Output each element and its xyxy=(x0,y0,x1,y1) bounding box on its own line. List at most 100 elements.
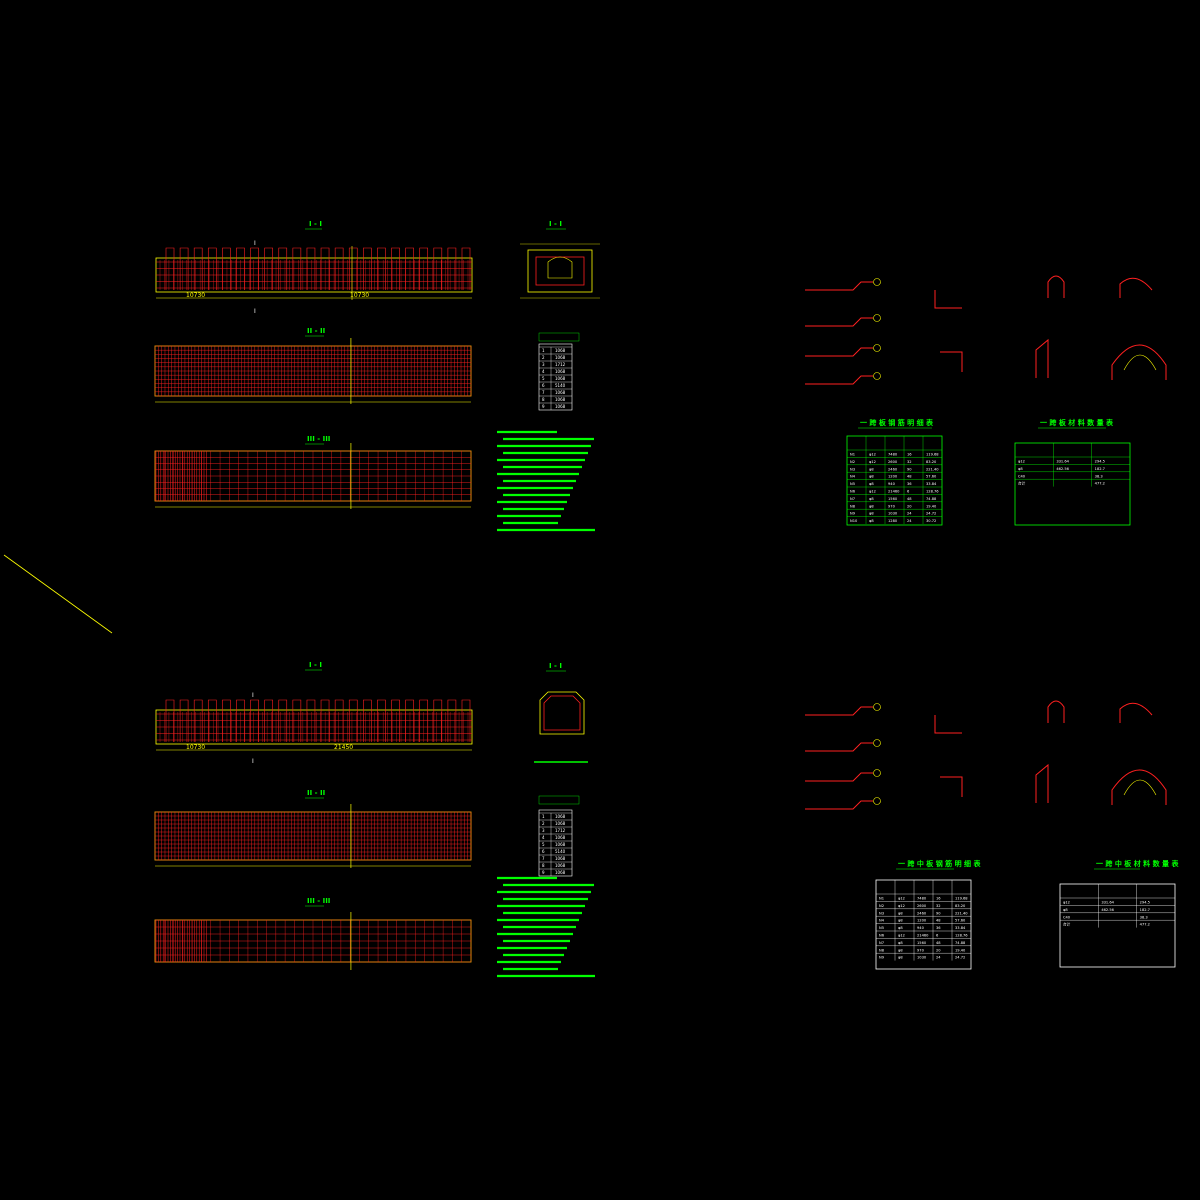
stirrup xyxy=(292,247,302,290)
rb-table2-title: 一 跨 中 板 材 料 数 量 表 xyxy=(1096,859,1179,868)
table-cell: 16 xyxy=(936,897,941,901)
table-cell: φ8 xyxy=(898,911,903,915)
table-cell: 24 xyxy=(907,512,912,516)
bottom-elevation-title: I - I xyxy=(309,661,322,669)
rt-table1-title: 一 跨 板 钢 筋 明 细 表 xyxy=(860,418,934,427)
table-cell: φ8 xyxy=(869,482,874,486)
table-cell: 21460 xyxy=(917,934,929,938)
table-cell: 128.76 xyxy=(955,934,968,938)
table-cell: 221.40 xyxy=(926,467,939,471)
table-cell: 48 xyxy=(936,941,941,945)
schedule-row-value: 1068 xyxy=(555,814,566,819)
table-cell: 83.20 xyxy=(926,460,937,464)
stirrup xyxy=(377,247,386,290)
stirrup xyxy=(363,699,372,742)
schedule-row-index: 3 xyxy=(542,828,545,833)
schedule-row-value: 1068 xyxy=(555,842,566,847)
schedule-row-index: 8 xyxy=(542,397,545,402)
table-cell: 24 xyxy=(936,956,941,960)
top-cross-section: I - I xyxy=(520,220,600,299)
table-cell: 36 xyxy=(907,482,912,486)
top-plan: II - II xyxy=(154,327,472,404)
table-cell: 119.68 xyxy=(955,897,968,901)
hook-bar-shape xyxy=(1047,275,1065,298)
table-cell: 21460 xyxy=(888,490,900,494)
table-cell: 477.2 xyxy=(1095,482,1105,486)
table-cell: φ8 xyxy=(1018,467,1023,471)
table-cell: 940 xyxy=(917,926,925,930)
table-cell: 1030 xyxy=(917,956,927,960)
table-cell: φ8 xyxy=(869,519,874,523)
table-cell: N6 xyxy=(850,490,856,494)
right-top-bar-shape-group xyxy=(805,275,1167,385)
bottom-elevation-mark-right: I xyxy=(252,758,254,765)
schedule-row-value: 1068 xyxy=(555,835,566,840)
stirrup xyxy=(433,247,443,290)
hook-bar-shape xyxy=(1119,702,1153,723)
table-cell: φ12 xyxy=(898,934,905,938)
bent-bar-shape xyxy=(934,715,962,734)
stirrup xyxy=(179,247,189,290)
table-cell: 7480 xyxy=(917,897,927,901)
stirrup xyxy=(207,699,217,742)
table-cell: 1030 xyxy=(888,512,898,516)
stirrup xyxy=(461,699,471,742)
stirrup xyxy=(292,699,302,742)
bar-number-circle xyxy=(873,797,881,805)
table-cell: 32 xyxy=(907,460,912,464)
table-cell: 33.84 xyxy=(926,482,937,486)
table-cell: 48 xyxy=(936,919,941,923)
table-cell: 74.88 xyxy=(955,941,966,945)
bottom-plan-title: II - II xyxy=(307,789,325,797)
table-cell: 2460 xyxy=(888,467,898,471)
schedule-row-index: 7 xyxy=(542,856,545,861)
stirrup xyxy=(391,699,400,742)
straight-bar-shape xyxy=(805,375,873,385)
top-sheet: I - I I I 10730 10730 I - I II - II xyxy=(154,220,600,532)
stirrup xyxy=(264,247,273,290)
schedule-row-value: 1068 xyxy=(555,856,566,861)
bottom-sheet: I - I I I 10730 21450 I - I II - II xyxy=(154,661,595,978)
table-cell: N5 xyxy=(879,926,884,930)
table-cell: N9 xyxy=(879,956,885,960)
table-cell: N3 xyxy=(850,467,855,471)
table-cell: φ12 xyxy=(869,460,876,464)
top-plan-rebar-grid xyxy=(154,338,472,404)
table-cell: N7 xyxy=(850,497,855,501)
stirrup xyxy=(250,699,259,742)
stirrup xyxy=(236,699,245,742)
straight-bar-shape xyxy=(805,317,873,327)
stirrup xyxy=(348,247,358,290)
table-cell: φ8 xyxy=(869,475,874,479)
table-cell: N1 xyxy=(879,897,884,901)
table-cell: φ12 xyxy=(1018,460,1025,464)
table-cell: 20 xyxy=(936,948,941,952)
schedule-row-value: 1068 xyxy=(555,369,566,374)
table-cell: 16 xyxy=(907,453,912,457)
table-cell: φ8 xyxy=(898,941,903,945)
table-cell: φ8 xyxy=(898,926,903,930)
stirrup xyxy=(348,699,358,742)
hook-bar-shape xyxy=(1119,277,1153,298)
table-cell: 57.60 xyxy=(955,919,966,923)
schedule-row-value: 1068 xyxy=(555,376,566,381)
schedule-row-index: 7 xyxy=(542,390,545,395)
schedule-row-value: 1068 xyxy=(555,397,566,402)
rb-table1-title: 一 跨 中 板 钢 筋 明 细 表 xyxy=(898,859,981,868)
table-cell: φ8 xyxy=(869,497,874,501)
table-cell: 24 xyxy=(907,519,912,523)
bent-bar-shape xyxy=(940,776,963,797)
schedule-row-index: 8 xyxy=(542,863,545,868)
rt-table2-title: 一 跨 板 材 料 数 量 表 xyxy=(1040,418,1114,427)
table-cell: 1560 xyxy=(888,497,898,501)
straight-bar-shape xyxy=(805,347,873,357)
table-cell: 2600 xyxy=(888,460,898,464)
stirrup xyxy=(236,247,245,290)
